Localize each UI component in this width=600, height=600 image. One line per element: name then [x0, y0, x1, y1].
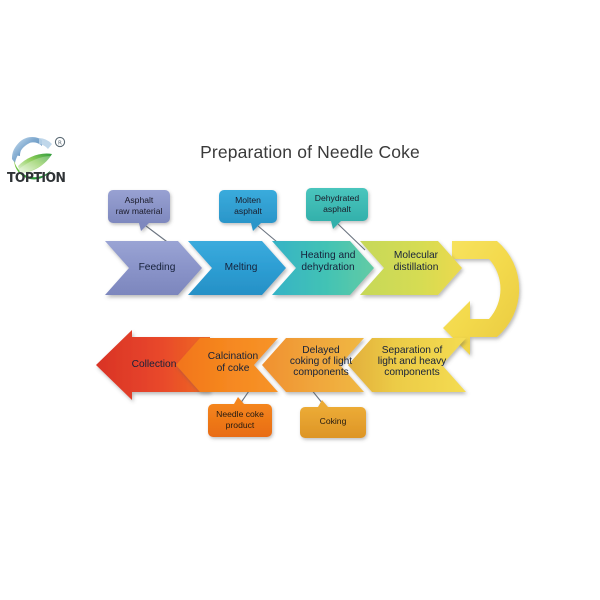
- step-label-separation-line2: light and heavy: [377, 356, 447, 368]
- step-label-calcination-line1: Calcination: [207, 351, 259, 363]
- step-collection[interactable]: [96, 330, 210, 400]
- step-separation-light-heavy[interactable]: [348, 338, 466, 392]
- step-delayed-coking[interactable]: [262, 338, 364, 392]
- step-label-delayed-coking-line2: coking of light: [289, 356, 353, 368]
- step-label-melting: Melting: [224, 262, 258, 274]
- callout-label-coking: Coking: [319, 416, 347, 427]
- callout-label-needle-coke-line2: product: [225, 419, 255, 430]
- step-calcination-of-coke[interactable]: [176, 338, 278, 392]
- step-molecular-distillation[interactable]: [360, 241, 462, 295]
- leader-dehydrated: [337, 223, 366, 251]
- step-label-separation-line3: components: [384, 367, 440, 379]
- step-label-molecular-distillation-line2: distillation: [393, 262, 439, 274]
- step-label-delayed-coking-line1: Delayed: [302, 345, 340, 357]
- step-label-feeding: Feeding: [138, 262, 176, 274]
- step-melting[interactable]: [188, 241, 286, 295]
- svg-text:R: R: [58, 141, 62, 147]
- step-label-heating-dehydration-line1: Heating and: [300, 250, 356, 262]
- callout-label-molten-line2: asphalt: [234, 205, 262, 216]
- callout-label-dehydrated-line2: asphalt: [323, 203, 351, 214]
- step-label-delayed-coking-line3: components: [293, 367, 349, 379]
- step-label-collection: Collection: [131, 359, 177, 371]
- callout-label-needle-coke-line1: Needle coke: [216, 408, 264, 419]
- toption-circular-swoosh-logo: R: [11, 136, 66, 180]
- step-heating-dehydration[interactable]: [272, 241, 374, 295]
- step-label-molecular-distillation-line1: Molecular: [393, 250, 439, 262]
- callout-asphalt-raw-material[interactable]: [108, 190, 170, 231]
- uturn-connector: [443, 241, 520, 355]
- callout-dehydrated-asphalt[interactable]: [306, 188, 368, 229]
- step-feeding[interactable]: [105, 241, 202, 295]
- callout-label-asphalt-line1: Asphalt: [124, 194, 154, 205]
- callout-molten-asphalt[interactable]: [219, 190, 277, 231]
- callout-label-molten-line1: Molten: [235, 194, 261, 205]
- logo-wordmark: TOPTION: [7, 170, 66, 186]
- callout-label-dehydrated-line1: Dehydrated: [314, 192, 360, 203]
- page-title: Preparation of Needle Coke: [200, 142, 420, 162]
- step-label-separation-line1: Separation of: [381, 345, 443, 357]
- step-label-calcination-line2: of coke: [216, 363, 250, 375]
- callout-needle-coke-product[interactable]: [208, 397, 272, 437]
- toption-logo[interactable]: R: [8, 133, 70, 189]
- callout-coking[interactable]: [300, 400, 366, 438]
- step-label-heating-dehydration-line2: dehydration: [301, 262, 355, 274]
- callout-label-asphalt-line2: raw material: [115, 205, 163, 216]
